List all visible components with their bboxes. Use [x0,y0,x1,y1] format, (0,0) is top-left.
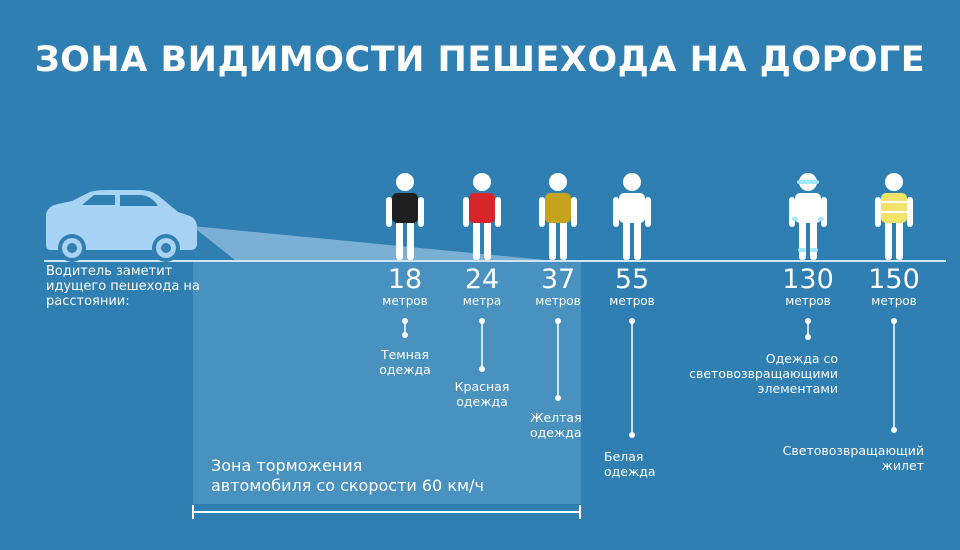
leader-dot [805,334,811,340]
pedestrian-icon [789,173,827,260]
distance-value: 130 [782,264,834,295]
braking-zone-area [193,262,581,504]
braking-zone-label: Зона торможения автомобиля со скорости 6… [211,456,484,496]
leader-dot [555,395,561,401]
clothing-line: жилет [881,458,924,473]
pedestrian-icon [875,173,913,260]
clothing-line: Световозвращающий [782,443,924,458]
leader-dot [402,332,408,338]
leader-dot [891,427,897,433]
distance-value: 55 [614,264,650,295]
braking-zone-line1: Зона торможения [211,456,363,475]
clothing-line: элементами [757,381,838,396]
clothing-line: световозвращающими [689,366,838,381]
braking-zone-bracket [192,505,581,519]
leader-dot [479,366,485,372]
leader-dot [805,318,811,324]
car-icon [46,190,197,262]
leader-dot [402,318,408,324]
distance-unit: метров [785,294,831,308]
clothing-line: Одежда со [765,351,838,366]
braking-zone-line2: автомобиля со скорости 60 км/ч [211,476,484,495]
leader-dot [629,318,635,324]
leader-dot [479,318,485,324]
leader-dot [629,432,635,438]
clothing-line: Темная [380,347,430,362]
leader-dot [891,318,897,324]
pedestrian-icon [463,173,501,260]
distance-unit: метров [871,294,917,308]
pedestrian-icon [539,173,577,260]
clothing-line: одежда [456,394,508,409]
distance-value: 24 [464,264,500,295]
clothing-line: одежда [530,425,582,440]
distance-value: 18 [387,264,423,295]
clothing-line: Красная [454,379,510,394]
distance-value: 37 [540,264,576,295]
clothing-line: Белая [604,449,644,464]
headlight-beam [192,226,545,260]
distance-unit: метров [535,294,581,308]
distance-unit: метра [462,294,502,308]
clothing-line: одежда [379,362,431,377]
pedestrian-icon [613,173,651,260]
clothing-line: Желтая [530,410,582,425]
leader-dot [555,318,561,324]
driver-note: Водитель заметит идущего пешехода на рас… [46,264,200,309]
distance-value: 150 [868,264,920,295]
clothing-line: одежда [604,464,656,479]
page-title: ЗОНА ВИДИМОСТИ ПЕШЕХОДА НА ДОРОГЕ [34,40,926,80]
distance-unit: метров [609,294,655,308]
pedestrian-icon [386,173,424,260]
distance-unit: метров [382,294,428,308]
